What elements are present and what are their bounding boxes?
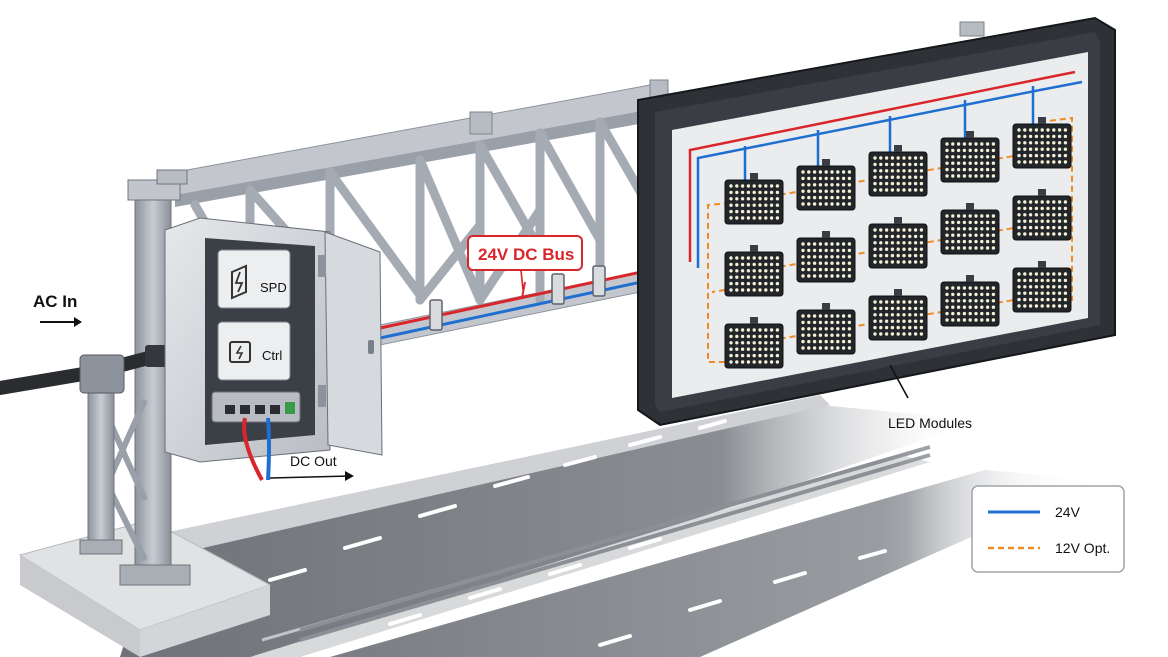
led-module [940,203,1000,255]
led-module [796,159,856,211]
bus-24v-on-sign [688,70,1083,268]
cabinet-door[interactable] [324,231,383,456]
led-module [724,245,784,297]
ac-in-label: AC In [33,292,77,311]
spd-label: SPD [260,280,287,295]
led-module [1012,261,1072,313]
led-module [796,303,856,355]
surge-shield-icon [231,264,247,300]
guardrail [299,445,931,642]
led-module [868,289,928,341]
dc-out-arrow [269,475,351,479]
annotation-labels: AC In SPD Ctrl DC Out 24V DC Bus LED Mod… [33,235,972,481]
led-module [724,173,784,225]
door-handle[interactable] [368,340,374,354]
legend: 24V 12V Opt. [971,485,1125,573]
led-modules-pointer [889,364,909,399]
control-cabinet [164,217,383,481]
led-module [1012,189,1072,241]
led-modules-label: LED Modules [888,415,972,431]
lane-markings [268,419,887,647]
led-module [796,231,856,283]
led-module [868,217,928,269]
dc-bus-callout [467,235,583,271]
led-module [724,317,784,369]
legend-label-24v: 24V [1055,504,1081,520]
controller-icon [229,341,251,363]
legend-box [971,485,1125,573]
dc-bus-label: 24V DC Bus [478,245,574,264]
dc-out-label: DC Out [290,453,337,469]
led-module [940,131,1000,183]
gantry-pole [79,169,191,586]
led-module [1012,117,1072,169]
legend-label-12v: 12V Opt. [1055,540,1110,556]
highway-road [120,395,1168,657]
led-module-grid [724,117,1072,369]
led-module [868,145,928,197]
junction-box [79,354,125,394]
spd-module [217,249,291,309]
ac-input-cable [0,345,167,395]
ctrl-module [217,321,291,381]
led-module [940,275,1000,327]
ctrl-label: Ctrl [262,348,282,363]
